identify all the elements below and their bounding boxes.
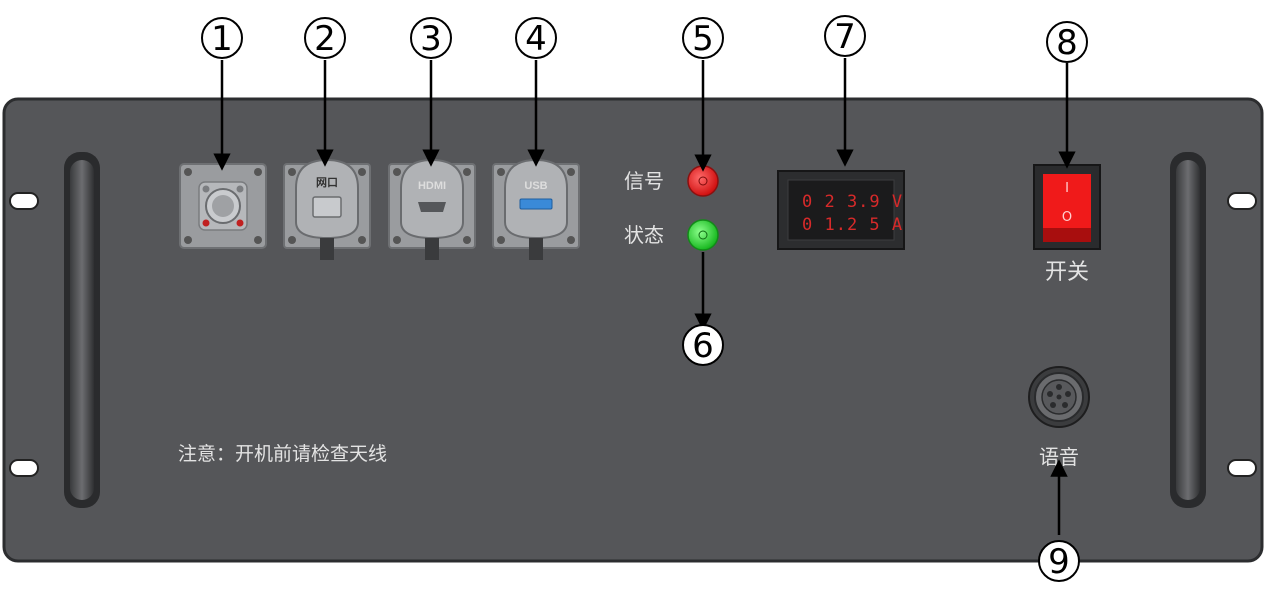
voice-port-label: 语音 [1039,445,1079,469]
power-switch[interactable]: I O [1033,164,1101,250]
callout-7-number: 7 [834,17,856,57]
ethernet-port[interactable]: 网口 [283,158,371,260]
mounting-hole-top-left [9,192,39,210]
voice-connector-port[interactable] [1028,366,1090,428]
mounting-holes [9,192,1257,477]
usb-label: USB [524,180,547,192]
antenna-notice: 注意：开机前请检查天线 [178,443,387,465]
callout-3-number: 3 [420,19,442,59]
callout-6: 6 [682,324,724,366]
ethernet-label: 网口 [316,176,338,189]
callout-4-number: 4 [525,19,547,59]
left-handle[interactable] [64,152,100,508]
callout-9: 9 [1038,540,1080,582]
switch-off-symbol: O [1062,210,1072,225]
callout-7: 7 [824,15,866,57]
meter-current-readout: 0 1.2 5 A [802,215,903,235]
status-label: 状态 [624,223,664,247]
mounting-hole-bottom-left [9,459,39,477]
callout-1-number: 1 [211,19,233,59]
callout-3: 3 [410,17,452,59]
mounting-hole-bottom-right [1227,459,1257,477]
callout-8-number: 8 [1056,23,1078,63]
signal-indicator: 信号 [624,165,719,197]
switch-on-symbol: I [1065,181,1069,196]
callout-5-number: 5 [692,19,714,59]
usb-port[interactable]: USB [492,158,580,260]
meter-voltage-readout: 0 2 3.9 V [802,192,903,212]
circular-connector-port[interactable] [179,163,267,249]
callout-5: 5 [682,17,724,59]
callout-1: 1 [201,17,243,59]
status-indicator: 状态 [624,219,719,251]
voltage-current-meter: 0 2 3.9 V 0 1.2 5 A [777,170,905,250]
callout-6-number: 6 [692,326,714,366]
callout-arrows [213,58,1076,535]
power-switch-label: 开关 [1045,260,1089,285]
callout-9-number: 9 [1048,542,1070,582]
callout-2-number: 2 [314,19,336,59]
mounting-hole-top-right [1227,192,1257,210]
callout-8: 8 [1046,21,1088,63]
callout-4: 4 [515,17,557,59]
callout-2: 2 [304,17,346,59]
hdmi-label: HDMI [418,180,446,192]
right-handle[interactable] [1170,152,1206,508]
signal-label: 信号 [624,169,664,193]
hdmi-port[interactable]: HDMI [388,158,476,260]
